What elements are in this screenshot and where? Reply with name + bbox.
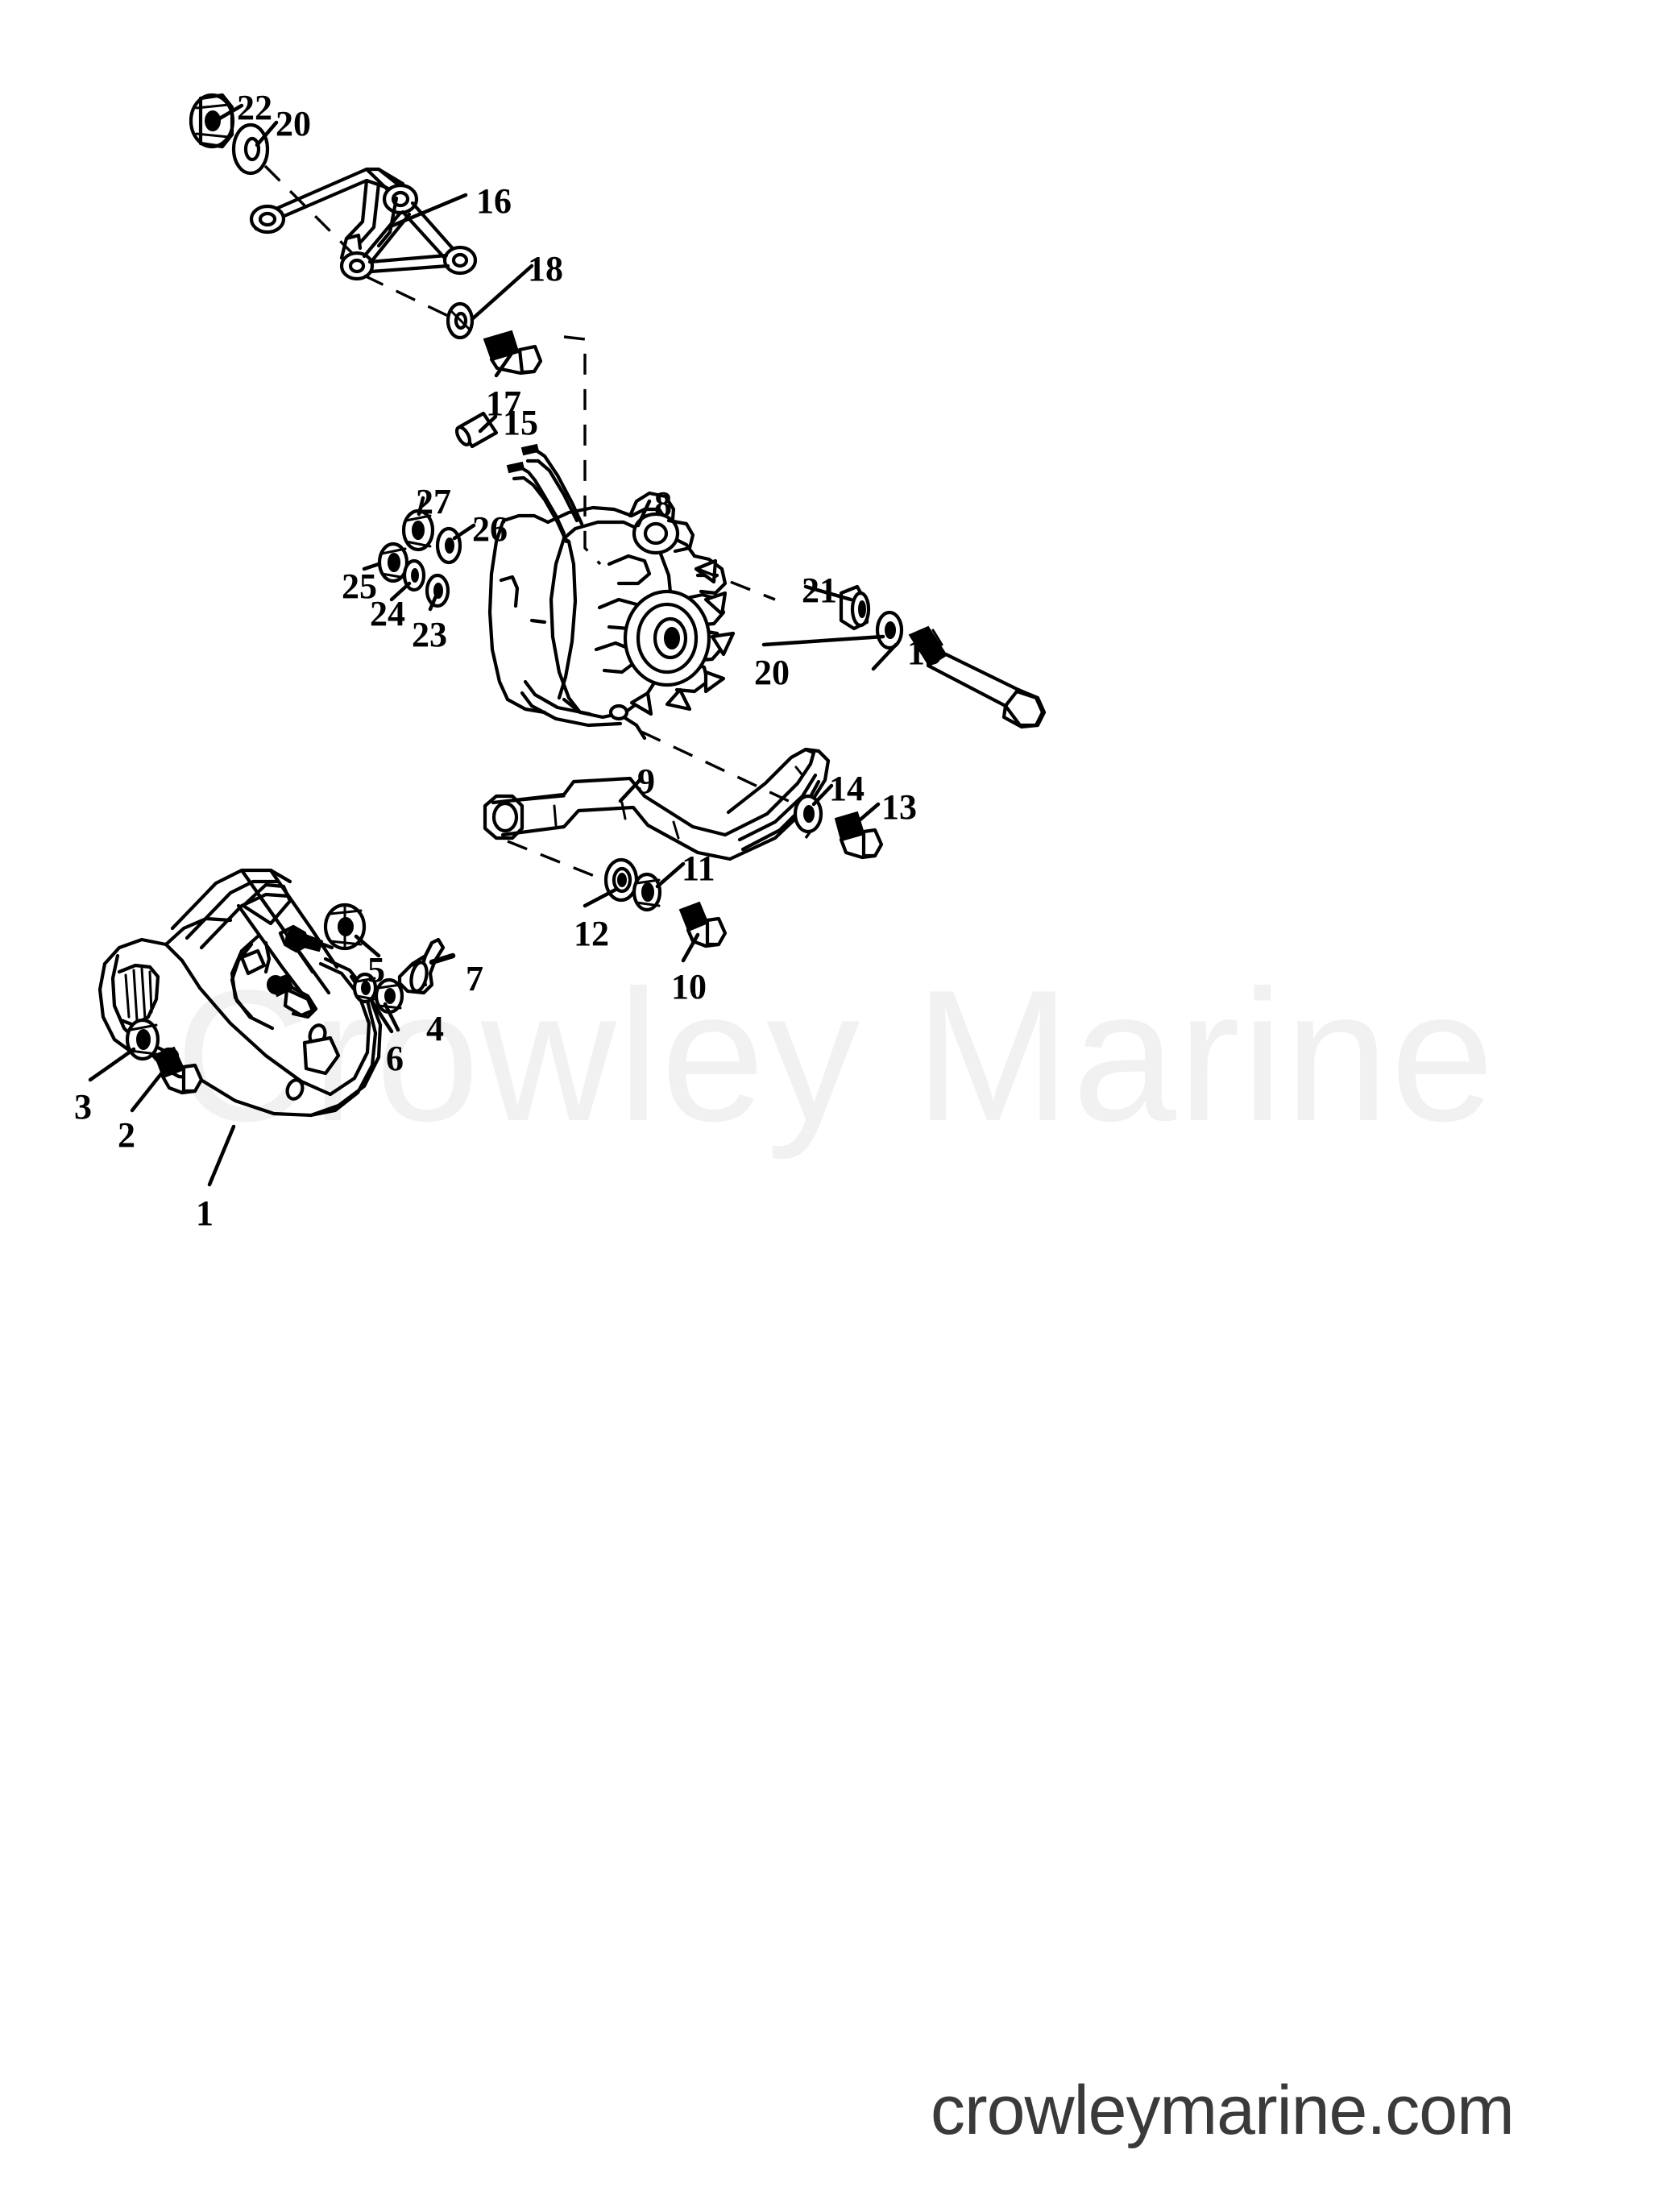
- assembly-axis-adjusting-link: [641, 730, 806, 811]
- part-2-bolt: [153, 1046, 204, 1095]
- callout-solenoid-stud-nut: 5: [367, 950, 385, 990]
- callout-pivot-bushing: 26: [472, 509, 508, 549]
- part-20-washer-lower: [875, 610, 904, 650]
- part-20-washer-upper: [231, 122, 270, 176]
- part-6-lock-washer: [352, 972, 378, 1004]
- part-5-nut: [323, 903, 367, 951]
- callout-alternator-mounting-bracket: 16: [476, 181, 512, 221]
- part-21-spacer: [839, 584, 871, 631]
- callout-starter-mounting-bolt: 2: [118, 1115, 135, 1155]
- callout-terminal-boot: 7: [466, 959, 483, 998]
- callout-adjusting-link-lock-washer: 11: [682, 849, 715, 888]
- callout-pivot-spacer-washer: 27: [416, 482, 451, 521]
- callout-adjusting-link-bolt: 10: [671, 967, 707, 1006]
- callout-adjusting-link-flat-washer: 12: [574, 914, 609, 953]
- callout-adjusting-link: 9: [637, 762, 655, 801]
- callout-spacer-sleeve: 15: [503, 403, 538, 442]
- callout-alternator-flat-washer: 23: [412, 615, 447, 654]
- part-27-washer: [401, 508, 435, 552]
- callout-alternator-lock-washer: 25: [342, 566, 377, 606]
- callout-alternator-spacer-washer: 24: [370, 594, 405, 633]
- part-16-mounting-bracket: [249, 167, 478, 281]
- part-18-washer: [446, 301, 475, 340]
- part-11-lock-washer: [632, 872, 662, 912]
- part-1-starter-motor: [97, 868, 383, 1118]
- callout-bracket-washer: 18: [528, 249, 563, 288]
- footer-url: crowleymarine.com: [931, 2072, 1515, 2149]
- callout-link-mounting-bolt: 13: [881, 787, 917, 827]
- part-9-adjusting-link: [483, 747, 831, 861]
- part-17-bolt: [483, 330, 543, 376]
- assembly-axis-upper: [263, 164, 355, 255]
- callout-through-bolt-washer-upper: 20: [276, 104, 311, 143]
- callout-through-bolt-washer-lower: 20: [754, 653, 790, 692]
- callout-leader-lines: [88, 103, 898, 1187]
- part-3-lock-washer: [125, 1018, 160, 1061]
- assembly-axis-bracket-bolt: [363, 274, 449, 317]
- assembly-axis-alternator: [563, 335, 602, 566]
- callout-solenoid-lock-washer: 6: [386, 1039, 404, 1078]
- callout-through-bolt-locknut: 22: [237, 88, 272, 127]
- callout-bracket-bolt: 17: [486, 384, 521, 423]
- callout-pivot-spacer: 21: [802, 571, 837, 610]
- part-13-bolt: [834, 811, 884, 860]
- part-23-flat-washer: [425, 573, 450, 608]
- part-7-terminal-boot: [397, 937, 446, 995]
- part-26-bushing: [435, 526, 462, 565]
- callout-solenoid-terminal-nut: 4: [426, 1009, 444, 1048]
- part-25-lock-washer: [377, 542, 409, 583]
- assembly-axis-through-bolt: [697, 567, 776, 601]
- part-8-alternator: [487, 443, 736, 741]
- part-10-bolt: [678, 901, 728, 948]
- callout-alternator: 8: [654, 484, 672, 524]
- part-19-through-bolt: [908, 625, 1047, 729]
- callout-starter-motor: 1: [196, 1193, 214, 1233]
- callout-link-mounting-washer: 14: [829, 769, 865, 808]
- callout-alternator-through-bolt: 19: [907, 633, 943, 672]
- callout-starter-lock-washer: 3: [74, 1087, 92, 1127]
- assembly-axis-link-pivot: [507, 840, 613, 885]
